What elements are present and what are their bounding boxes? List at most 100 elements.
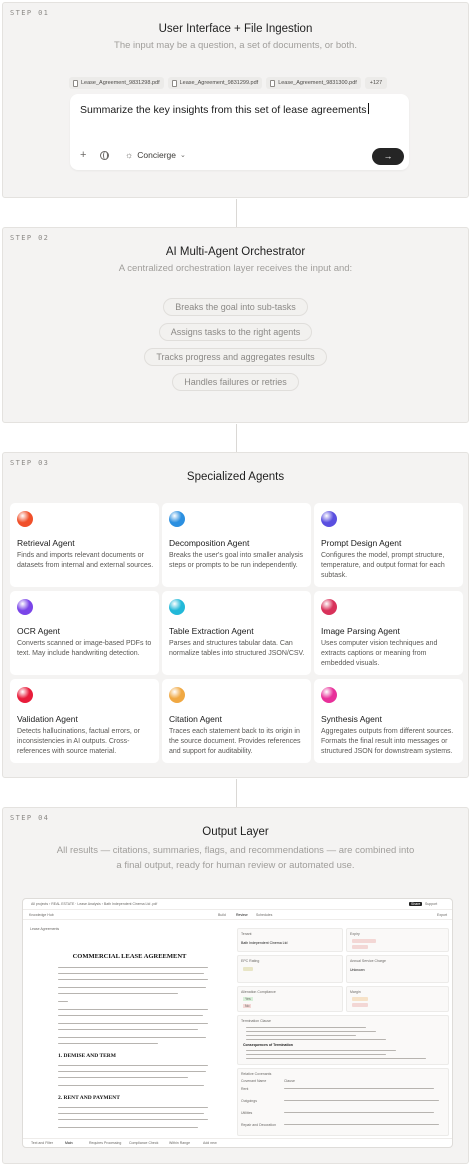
footer-item[interactable]: Requires Processing <box>89 1141 122 1145</box>
agent-description: Uses computer vision techniques and extr… <box>321 640 438 667</box>
file-chip[interactable]: Lease_Agreement_9831299.pdf <box>167 77 263 89</box>
step-label: STEP 04 <box>10 814 50 822</box>
yes-tag: Yes <box>243 997 253 1001</box>
breadcrumb[interactable]: All projects › REAL ESTATE · Lease Analy… <box>31 902 158 906</box>
covenant-row: Repair and Decoration <box>241 1123 277 1127</box>
field-value: Bath Independent Cinema Ltd <box>241 941 288 945</box>
step-title: Output Layer <box>202 826 269 838</box>
footer-item[interactable]: Text and Filter <box>31 1141 53 1145</box>
send-button[interactable]: → <box>372 148 404 165</box>
text-line <box>58 1077 188 1079</box>
text-line <box>246 1039 386 1041</box>
alienation-card[interactable]: Alienation Compliance Yes No <box>237 986 343 1012</box>
covenant-row: Rent <box>241 1087 249 1091</box>
expiry-card[interactable]: Expiry <box>346 928 449 952</box>
prompt-input[interactable]: Summarize the key insights from this set… <box>70 94 409 170</box>
more-files-chip[interactable]: +127 <box>364 77 388 89</box>
export-button[interactable]: Export <box>437 913 448 917</box>
covenant-row: Outgoings <box>241 1099 257 1103</box>
text-line <box>58 979 208 981</box>
section-heading: 2. RENT AND PAYMENT <box>58 1095 120 1101</box>
text-line <box>284 1112 434 1114</box>
step-subtitle: A centralized orchestration layer receiv… <box>118 263 353 274</box>
footer-item[interactable]: Add new <box>203 1141 217 1145</box>
mode-selector[interactable]: ☼ Concierge ⌄ <box>125 150 186 160</box>
text-caret <box>367 103 369 114</box>
no-tag: No <box>243 1004 252 1008</box>
tab-build[interactable]: Build <box>218 913 226 917</box>
column-header: Clause <box>284 1079 295 1083</box>
footer-item[interactable]: Compliance Check <box>129 1141 159 1145</box>
footer-item[interactable]: Within Range <box>169 1141 191 1145</box>
footer-item[interactable]: Main <box>65 1141 73 1145</box>
margin-card[interactable]: Margin <box>346 986 449 1012</box>
field-label: Relative Covenants <box>241 1072 272 1076</box>
support-button[interactable]: Support <box>425 902 438 906</box>
flag-tag <box>352 939 376 943</box>
text-line <box>58 967 208 969</box>
covenants-card[interactable]: Relative Covenants Covenant Name Clause … <box>237 1068 449 1136</box>
knowledge-hub[interactable]: Knowledge Hub <box>29 913 54 917</box>
text-line <box>246 1027 366 1029</box>
agent-orb-icon <box>321 599 337 615</box>
flag-tag <box>352 997 368 1001</box>
prompt-text[interactable]: Summarize the key insights from this set… <box>80 103 369 116</box>
agent-description: Converts scanned or image-based PDFs to … <box>17 640 152 657</box>
task-pill: Breaks the goal into sub-tasks <box>163 298 308 316</box>
globe-icon[interactable] <box>100 151 109 160</box>
epc-card[interactable]: EPC Rating <box>237 955 343 983</box>
termination-card[interactable]: Termination Clause Consequences of Termi… <box>237 1015 449 1065</box>
tab-schedules[interactable]: Schedules <box>256 913 273 917</box>
sparkle-icon: ☼ <box>125 150 134 160</box>
file-chip[interactable]: Lease_Agreement_9831300.pdf <box>266 77 361 89</box>
file-icon <box>73 79 78 87</box>
file-icon <box>270 79 276 87</box>
file-name: Lease_Agreement_9831298.pdf <box>81 80 160 86</box>
subheading: Consequences of Termination <box>243 1043 293 1047</box>
step-label: STEP 02 <box>10 234 50 242</box>
agent-name: Synthesis Agent <box>321 714 382 724</box>
text-line <box>58 1107 208 1109</box>
agent-name: Citation Agent <box>169 714 222 724</box>
file-name: Lease_Agreement_9831300.pdf <box>278 80 357 86</box>
file-chip-row: Lease_Agreement_9831298.pdf Lease_Agreem… <box>69 77 388 89</box>
agent-name: Validation Agent <box>17 714 78 724</box>
agent-orb-icon <box>17 687 33 703</box>
agent-orb-icon <box>17 599 33 615</box>
field-label: Annual Service Charge <box>350 959 386 963</box>
plus-icon[interactable]: + <box>80 149 87 161</box>
step-04-panel: STEP 04 Output Layer All results — citat… <box>2 807 469 1164</box>
document-preview: Lease Agreements COMMERCIAL LEASE AGREEM… <box>28 923 231 1137</box>
agent-description: Aggregates outputs from different source… <box>321 728 454 755</box>
text-line <box>58 1023 208 1025</box>
mode-label: Concierge <box>137 150 176 160</box>
document-tab[interactable]: Lease Agreements <box>30 927 60 931</box>
step-label: STEP 03 <box>10 459 50 467</box>
service-charge-card[interactable]: Annual Service Charge Unknown <box>346 955 449 983</box>
section-heading: 1. DEMISE AND TERM <box>58 1053 116 1059</box>
tab-review[interactable]: Review <box>236 913 248 917</box>
share-button[interactable]: Share <box>409 902 423 906</box>
text-line <box>58 1001 68 1003</box>
field-value: Unknown <box>350 968 365 972</box>
agent-orb-icon <box>169 511 185 527</box>
text-line <box>58 973 204 975</box>
text-line <box>58 1127 198 1129</box>
tenant-card[interactable]: Tenant Bath Independent Cinema Ltd <box>237 928 343 952</box>
text-line <box>58 993 178 995</box>
field-label: Tenant <box>241 932 252 936</box>
connector-line <box>236 779 237 807</box>
column-header: Covenant Name <box>241 1079 267 1083</box>
task-pill: Assigns tasks to the right agents <box>158 323 313 341</box>
file-chip[interactable]: Lease_Agreement_9831298.pdf <box>69 77 164 89</box>
